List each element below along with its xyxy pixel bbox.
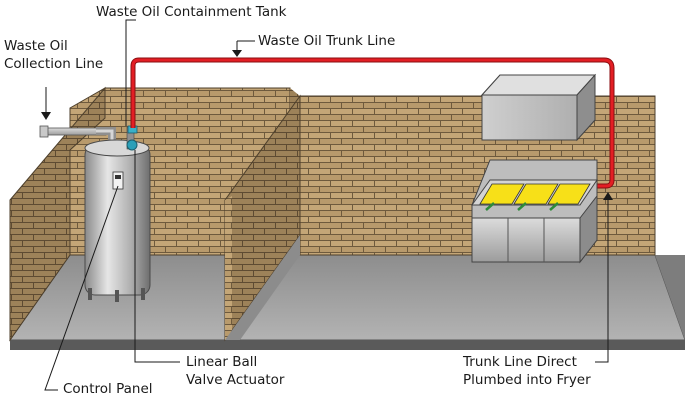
trunk-line bbox=[130, 57, 615, 189]
left-brick-wall bbox=[9, 86, 106, 342]
label-control-panel: Control Panel bbox=[63, 381, 153, 397]
label-linear-ball-valve-actuator-1: Linear Ball bbox=[186, 354, 258, 370]
label-waste-oil-collection-line-2: Collection Line bbox=[4, 56, 104, 72]
leader-lines bbox=[41, 19, 613, 391]
partition-brick-wall bbox=[224, 94, 301, 342]
control-panel bbox=[112, 171, 124, 190]
label-trunk-line-direct-1: Trunk Line Direct bbox=[463, 354, 577, 370]
containment-tank bbox=[84, 139, 151, 302]
actuator-leader bbox=[134, 150, 180, 363]
label-waste-oil-collection-line-1: Waste Oil bbox=[4, 38, 68, 54]
fryer-bank bbox=[471, 159, 598, 264]
arrow-head-up bbox=[603, 192, 613, 200]
label-trunk-line-direct-2: Plumbed into Fryer bbox=[463, 372, 591, 388]
arrow-head-down bbox=[41, 112, 51, 120]
direct-leader bbox=[595, 196, 609, 363]
label-waste-oil-containment-tank: Waste Oil Containment Tank bbox=[96, 4, 287, 20]
exhaust-hood bbox=[480, 73, 597, 142]
floor bbox=[9, 254, 685, 350]
arrow-head-left bbox=[232, 50, 242, 57]
tank-leader bbox=[125, 19, 136, 126]
label-waste-oil-trunk-line: Waste Oil Trunk Line bbox=[258, 33, 396, 49]
control-panel-leader bbox=[44, 185, 119, 391]
label-linear-ball-valve-actuator-2: Valve Actuator bbox=[186, 372, 285, 388]
